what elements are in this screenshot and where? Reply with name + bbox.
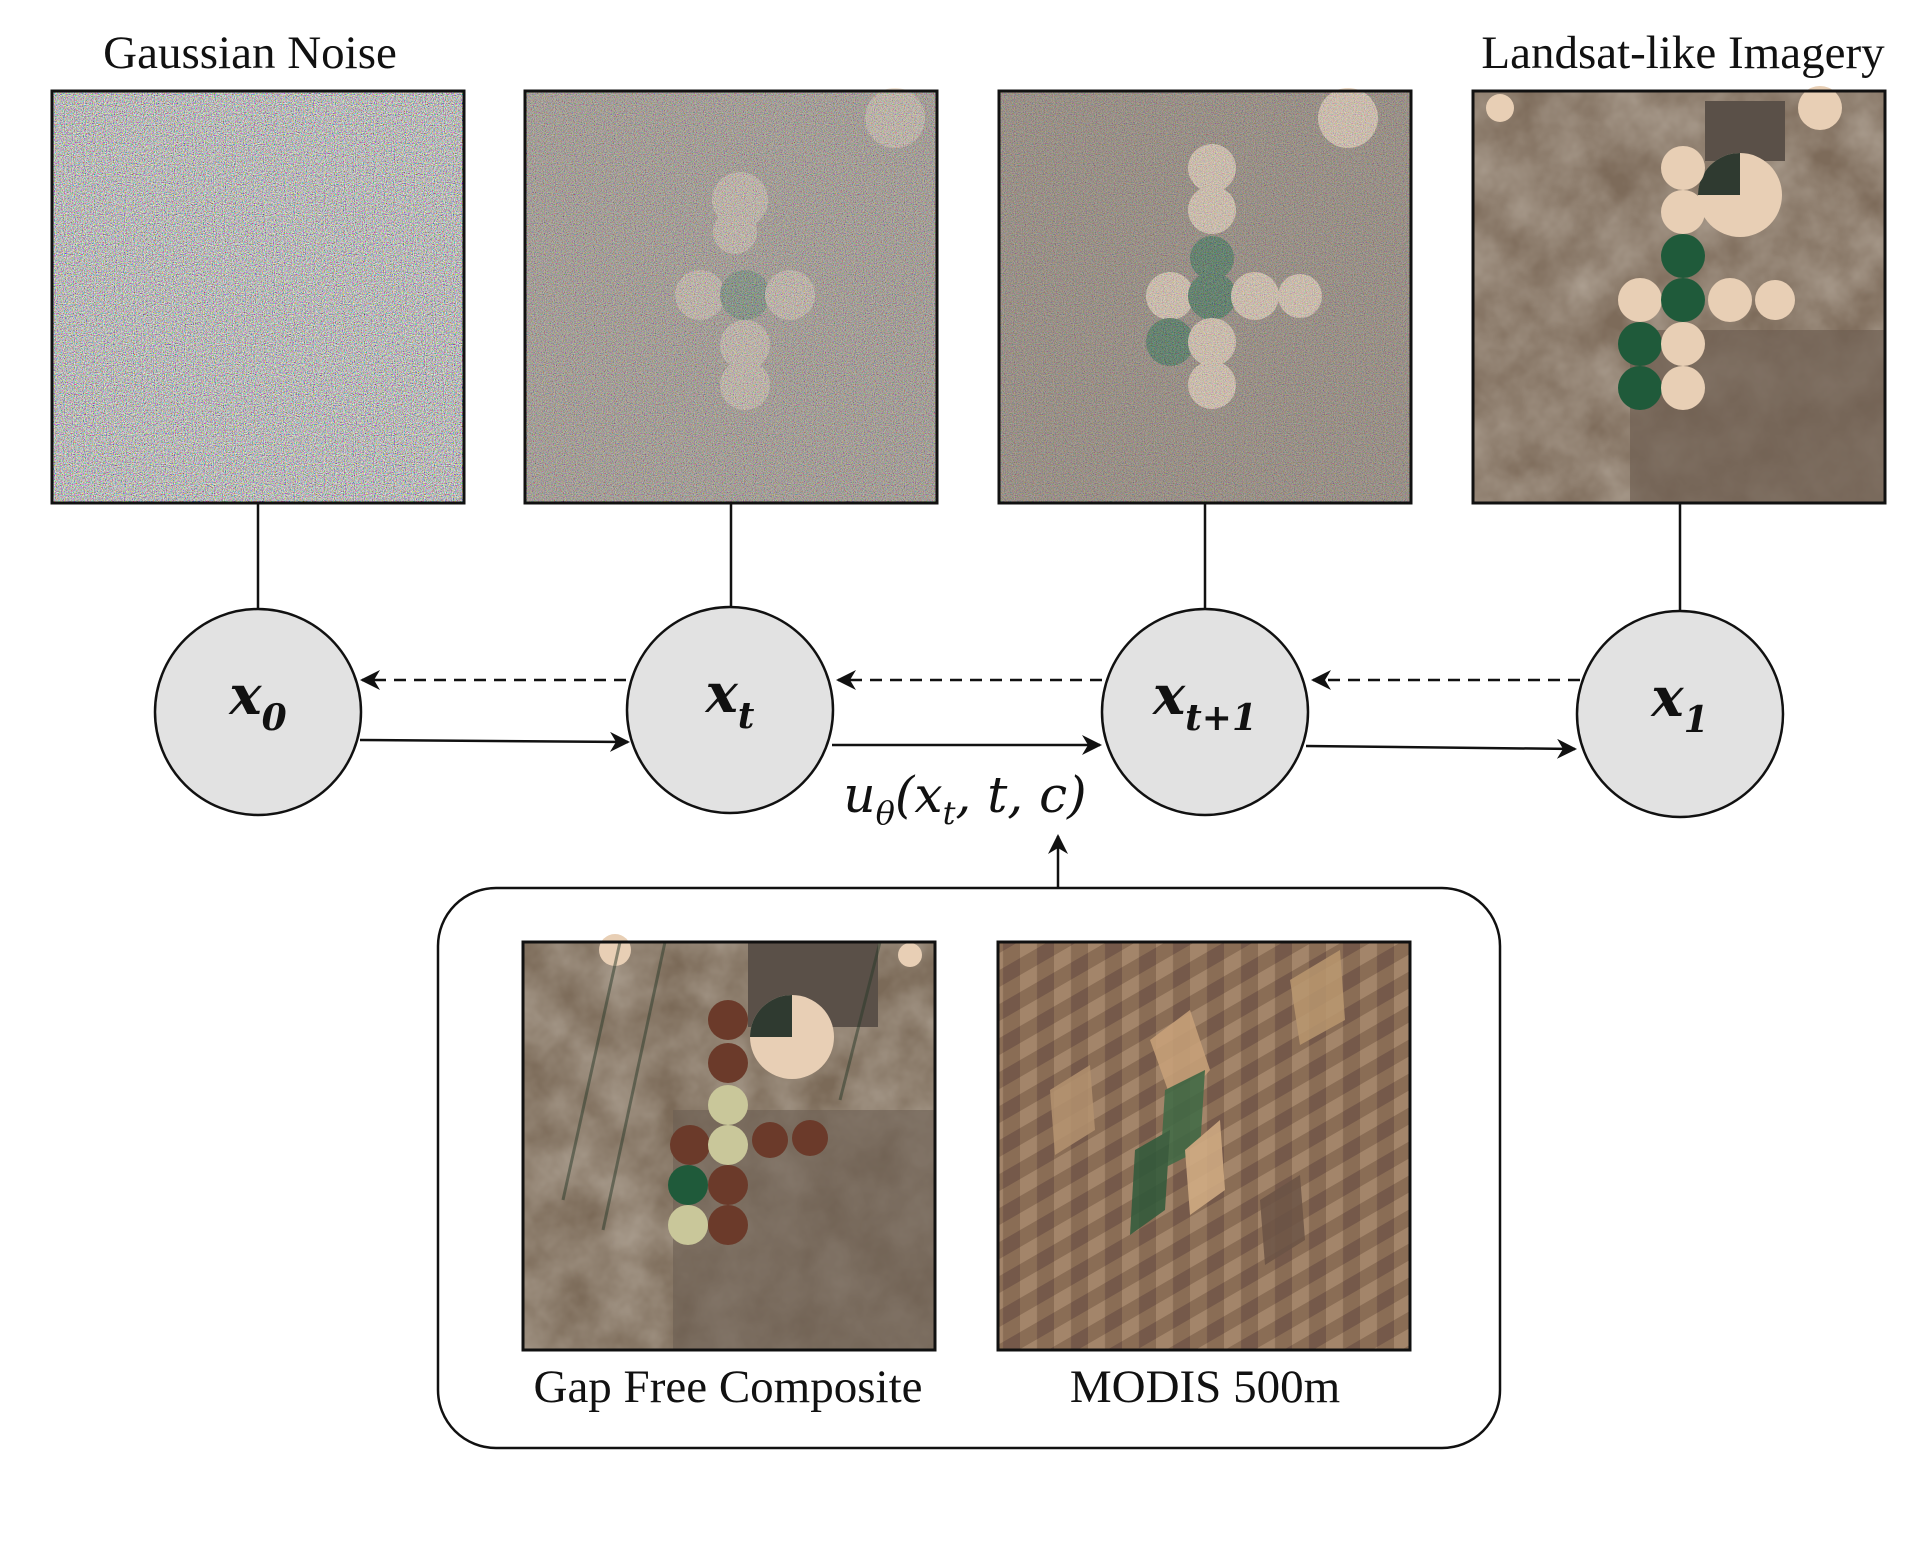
node-xt1: xt+1	[1100, 607, 1310, 817]
modis-500m-image	[996, 940, 1412, 1352]
forward-arrow-x0-to-xt	[359, 731, 630, 752]
node-xt: xt	[625, 605, 835, 815]
gaussian-noise-image	[50, 89, 466, 505]
node-xt1-base: x	[1152, 663, 1186, 727]
node-x0: x0	[153, 607, 363, 817]
node-x1: x1	[1575, 609, 1785, 819]
node-x0-base: x	[228, 663, 262, 727]
forward-arrow-xt1-to-x1	[1305, 738, 1577, 759]
velocity-args-rest: , t, c)	[955, 766, 1086, 824]
xt-noisy-image	[523, 88, 939, 505]
conditioning-box	[436, 886, 1502, 1450]
svg-text:x1: x1	[1650, 665, 1708, 741]
velocity-theta: θ	[876, 794, 895, 832]
modis-500m-caption: MODIS 500m	[1070, 1361, 1340, 1413]
gap-free-composite-caption: Gap Free Composite	[534, 1361, 923, 1413]
node-x0-sub: 0	[262, 697, 287, 739]
landsat-like-image	[1471, 86, 1887, 505]
node-xt-sub: t	[738, 695, 755, 737]
svg-text:x0: x0	[228, 663, 286, 739]
xt1-noisy-image	[997, 88, 1413, 505]
node-x1-sub: 1	[1684, 699, 1709, 741]
landsat-like-caption: Landsat-like Imagery	[1481, 27, 1885, 79]
velocity-field-label: uθ(xt, t, c)	[843, 766, 1086, 832]
node-xt-base: x	[705, 661, 739, 725]
velocity-args-sub: t	[943, 794, 956, 832]
node-x1-base: x	[1650, 665, 1684, 729]
gap-free-composite-image	[521, 934, 937, 1352]
node-xt1-sub: t+1	[1185, 697, 1257, 739]
svg-text:xt+1: xt+1	[1152, 663, 1257, 739]
velocity-u: u	[843, 766, 875, 824]
velocity-args: (x	[895, 766, 943, 824]
svg-text:xt: xt	[705, 661, 755, 737]
gaussian-noise-caption: Gaussian Noise	[103, 27, 397, 79]
